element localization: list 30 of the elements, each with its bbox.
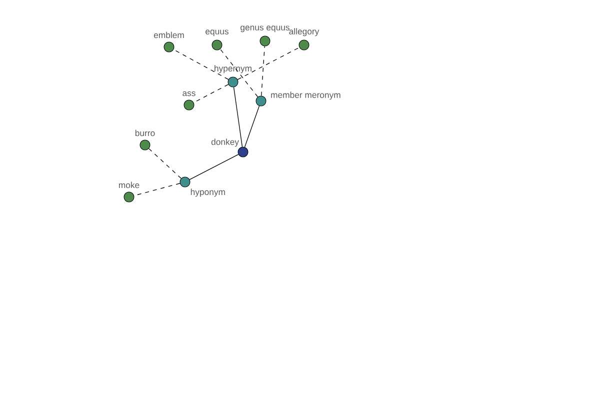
graph-node: member meronym — [256, 92, 340, 106]
graph-node: emblem — [154, 32, 184, 52]
node-label: donkey — [211, 138, 239, 147]
node-label: member meronym — [271, 92, 340, 100]
graph-node: allegory — [289, 28, 320, 50]
graph-node: hypernym — [214, 65, 252, 88]
connector-line — [244, 106, 260, 148]
node-label: allegory — [289, 28, 320, 36]
node-label: genus equus — [240, 26, 290, 32]
graph-node: hyponym — [180, 176, 225, 197]
graph-node: genus equus — [240, 26, 290, 46]
connector-line — [189, 154, 239, 180]
node-label: equus — [206, 30, 228, 36]
graph-node: ass — [182, 91, 196, 110]
graph-node: moke — [118, 182, 140, 202]
node-label: burro — [135, 130, 155, 136]
node-label: hypernym — [214, 65, 252, 74]
connector-line — [220, 48, 258, 98]
connector-line — [233, 86, 243, 148]
graph-node: burro — [135, 130, 155, 150]
connector-line — [261, 46, 265, 96]
node-label: ass — [182, 91, 196, 96]
node-label: hyponym — [190, 188, 225, 197]
connector-line — [148, 148, 182, 179]
node-label: emblem — [154, 32, 184, 38]
connector-line — [173, 49, 229, 80]
node-label: moke — [118, 182, 140, 188]
graph-node: equus — [206, 30, 228, 50]
graph-node: donkey — [211, 138, 248, 158]
connector-line — [237, 47, 300, 80]
